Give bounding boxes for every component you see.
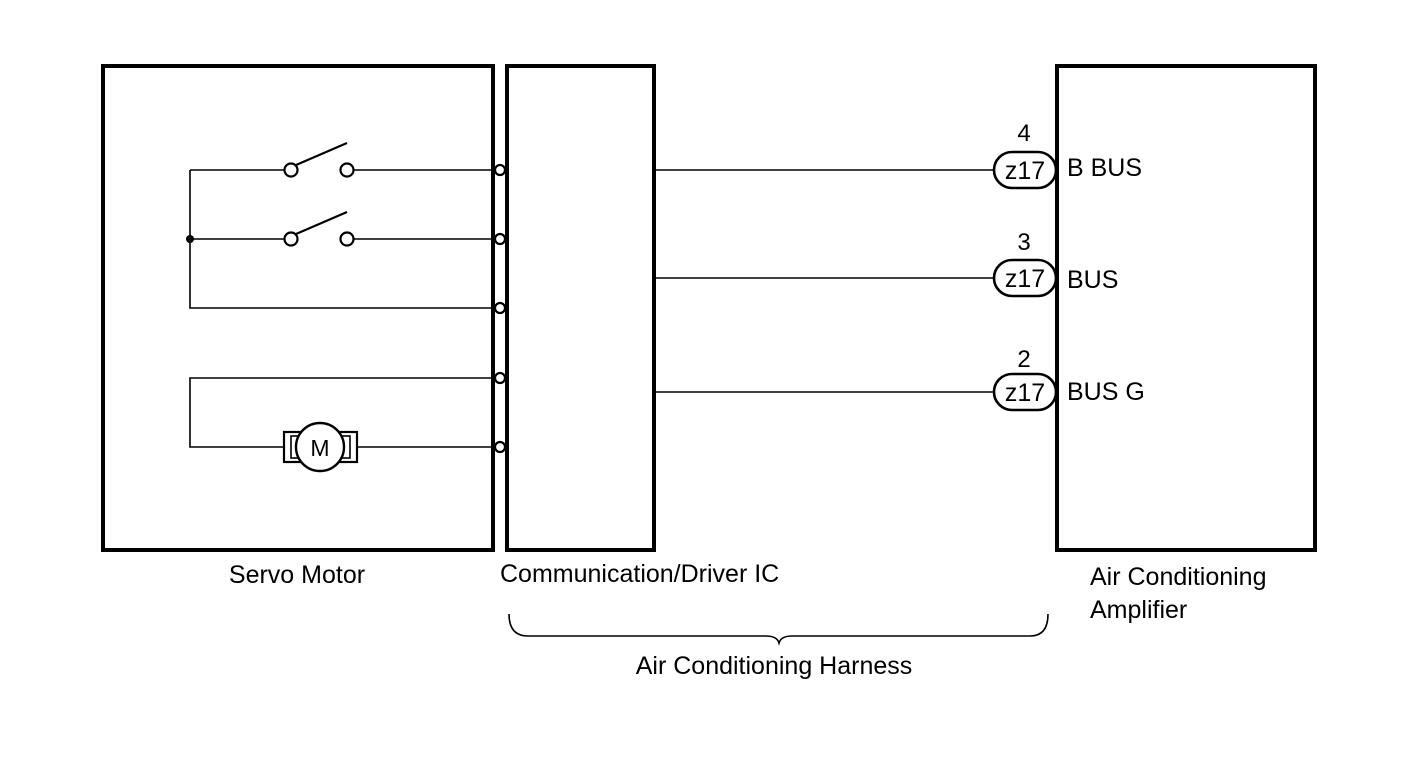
connector-bus-g: 2 z17 BUS G <box>992 346 1145 412</box>
connector-bus: 3 z17 BUS <box>992 229 1118 298</box>
pin-number: 2 <box>1017 346 1030 373</box>
pin-number: 3 <box>1017 229 1030 256</box>
harness-wires <box>654 169 996 393</box>
servo-motor-label: Servo Motor <box>229 561 365 589</box>
driver-ic-label: Communication/Driver IC <box>500 560 779 588</box>
signal-label: BUS <box>1067 266 1118 294</box>
switch-1 <box>283 141 355 178</box>
motor-label: M <box>310 435 329 461</box>
connector-code: z17 <box>1005 157 1045 185</box>
connector-b-bus: 4 z17 B BUS <box>992 120 1142 190</box>
harness-brace <box>508 613 1049 646</box>
signal-label: BUS G <box>1067 378 1145 406</box>
amplifier-label-line1: Air Conditioning <box>1090 563 1267 591</box>
signal-label: B BUS <box>1067 154 1142 182</box>
driver-ic-box <box>505 64 656 552</box>
pin-number: 4 <box>1017 120 1030 147</box>
servo-internal-wiring <box>186 169 498 448</box>
connector-code: z17 <box>1005 265 1045 293</box>
switch-2 <box>283 210 355 247</box>
junction-dot <box>186 235 194 243</box>
motor-symbol: M <box>282 421 359 473</box>
connector-code: z17 <box>1005 379 1045 407</box>
amplifier-label-line2: Amplifier <box>1090 596 1187 624</box>
harness-label: Air Conditioning Harness <box>636 652 913 680</box>
amplifier-box <box>1055 64 1317 552</box>
servo-terminals <box>493 163 507 454</box>
